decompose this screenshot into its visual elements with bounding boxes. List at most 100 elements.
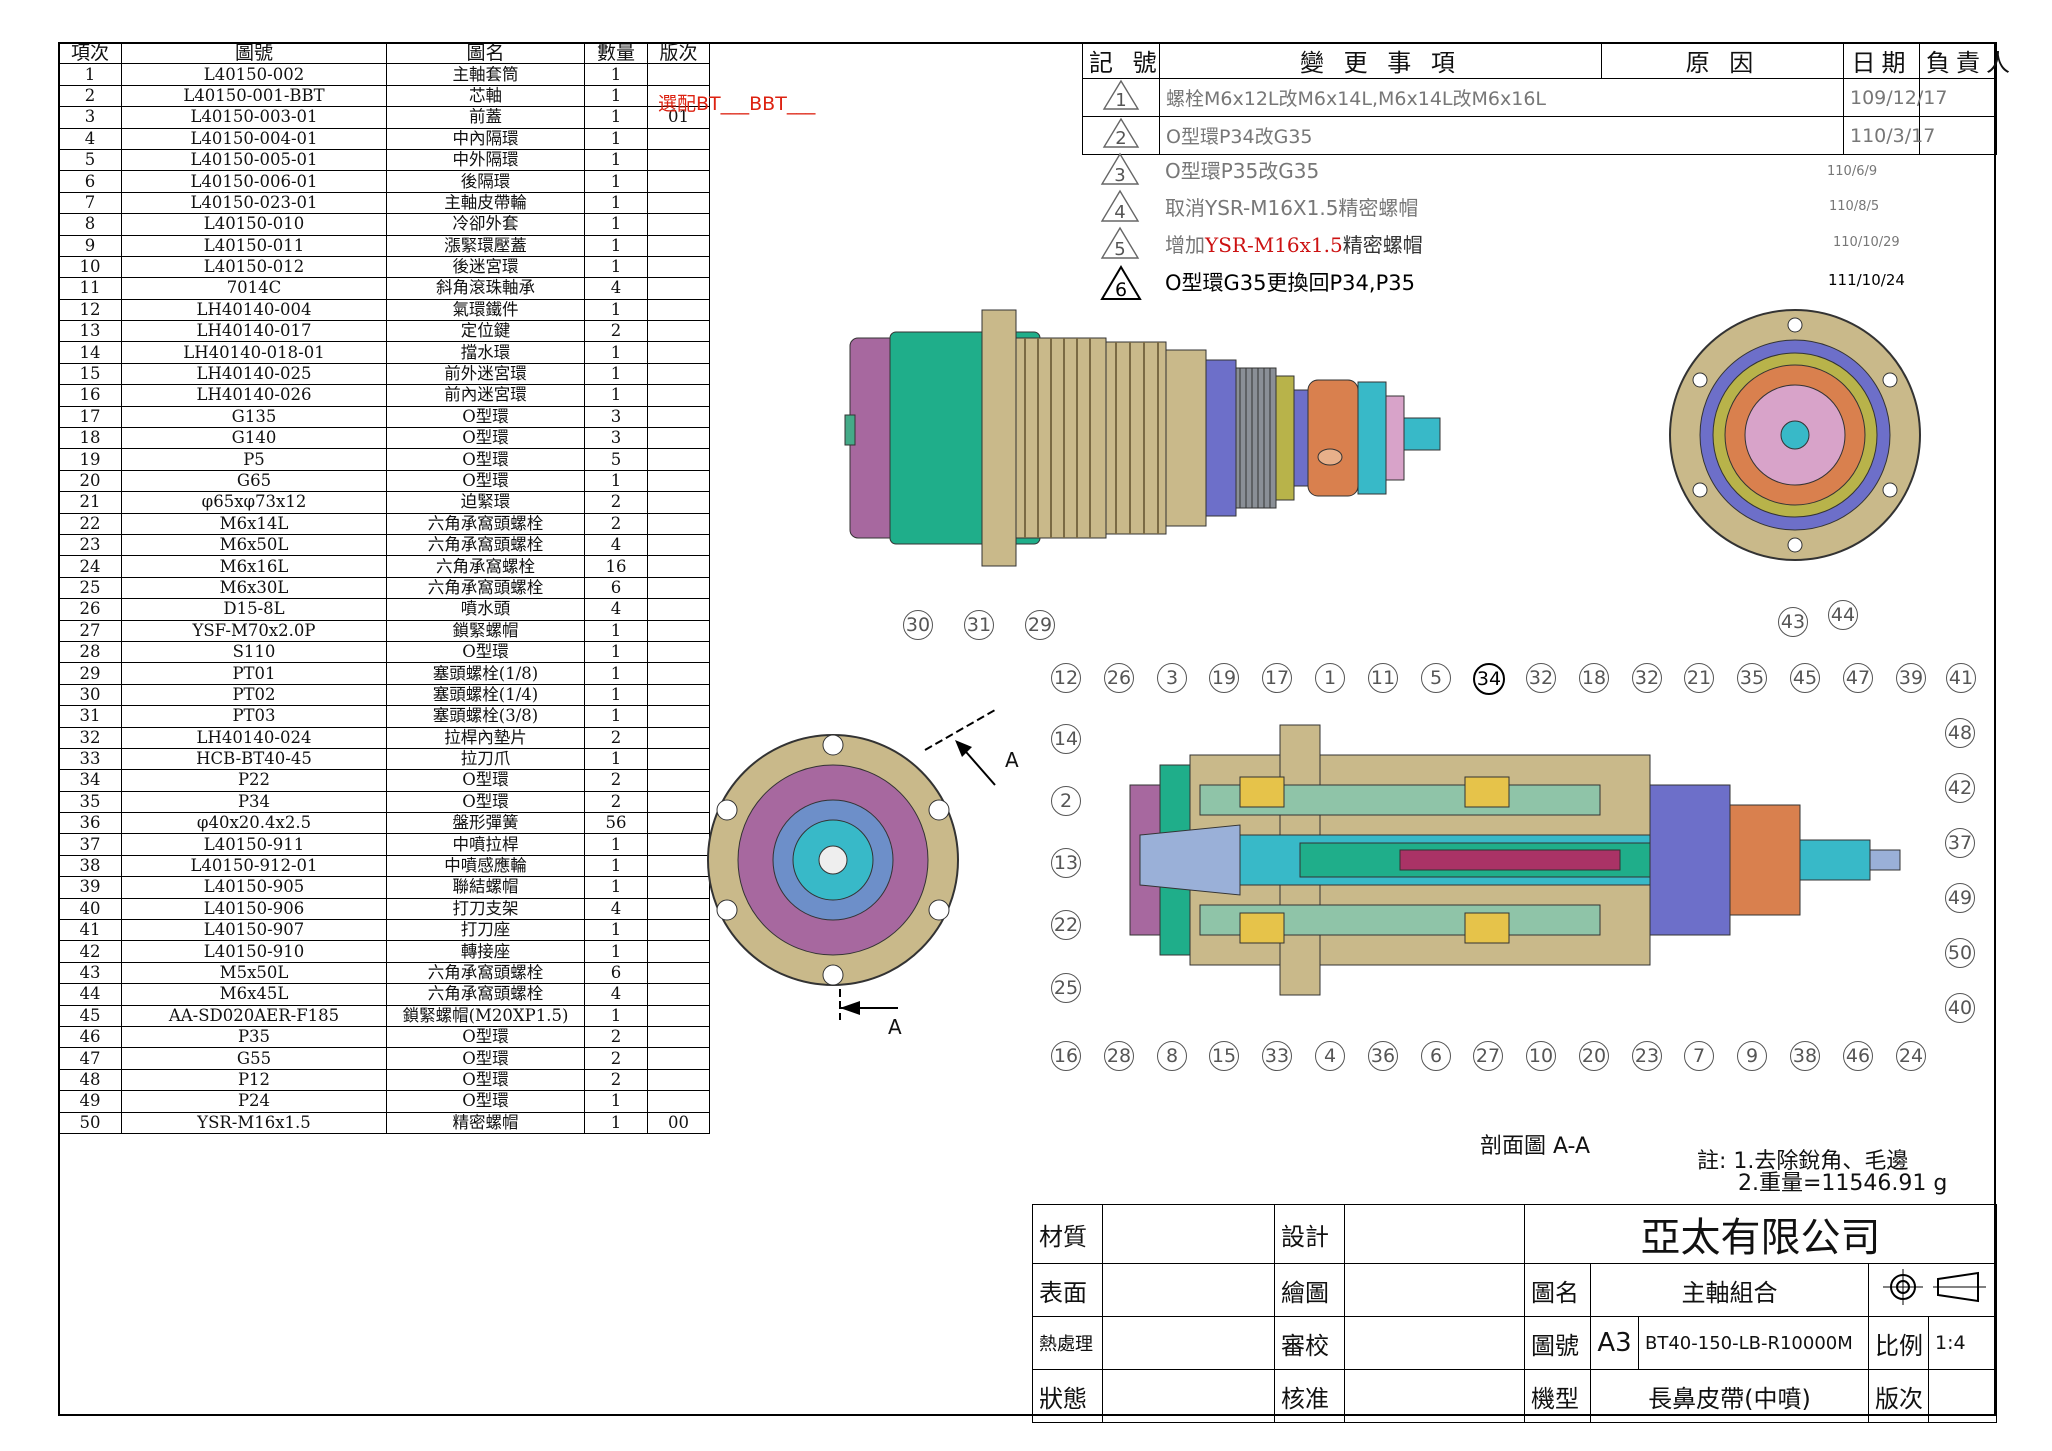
revision-header-date: 日期 bbox=[1843, 42, 1920, 79]
bom-header-qty: 數量 bbox=[584, 41, 648, 65]
bom-name: 鎖緊螺帽(M20XP1.5) bbox=[386, 1004, 585, 1027]
balloon-19: 19 bbox=[1209, 663, 1239, 693]
revision-header-row: 記 號 變 更 事 項 原 因 日期 負責人 bbox=[1082, 42, 2010, 79]
bom-qty: 4 bbox=[584, 598, 648, 621]
bom-name: 漲緊環壓蓋 bbox=[386, 234, 585, 257]
bom-name: 中噴拉桿 bbox=[386, 833, 585, 856]
revision-header-reason: 原 因 bbox=[1601, 42, 1844, 79]
label-name: 圖名 bbox=[1524, 1263, 1591, 1317]
label-review: 審校 bbox=[1274, 1316, 1345, 1370]
bom-name: 中外隔環 bbox=[386, 148, 585, 172]
balloon-30: 30 bbox=[903, 610, 933, 640]
bom-version bbox=[647, 234, 710, 257]
bom-item: 15 bbox=[58, 362, 122, 386]
bom-item: 2 bbox=[58, 84, 122, 108]
bom-name: 後迷宮環 bbox=[386, 255, 585, 279]
revision-row: 2 O型環P34改G35 110/3/17 bbox=[1082, 116, 1997, 155]
bom-version bbox=[647, 598, 710, 621]
bom-name: O型環 bbox=[386, 1025, 585, 1049]
section-arrow-top bbox=[955, 740, 996, 786]
bom-version bbox=[647, 191, 710, 215]
bom-item: 7 bbox=[58, 191, 122, 215]
bom-qty: 3 bbox=[584, 427, 648, 450]
bom-version bbox=[647, 747, 710, 771]
bom-name: 噴水頭 bbox=[386, 598, 585, 621]
bom-version: 00 bbox=[647, 1111, 710, 1134]
bom-item: 32 bbox=[58, 726, 122, 749]
drawing-number: BT40-150-LB-R10000M bbox=[1638, 1316, 1869, 1370]
bom-qty: 1 bbox=[584, 384, 648, 407]
bom-item: 10 bbox=[58, 255, 122, 279]
balloon-15: 15 bbox=[1209, 1041, 1239, 1071]
bom-version bbox=[647, 148, 710, 172]
bom-number: G135 bbox=[121, 405, 387, 429]
label-drawing: 繪圖 bbox=[1274, 1263, 1345, 1317]
bom-number: LH40140-018-01 bbox=[121, 341, 387, 364]
revision-header-mark: 記 號 bbox=[1082, 42, 1160, 79]
balloon-50: 50 bbox=[1945, 938, 1975, 968]
spindle-end-view bbox=[1669, 309, 1921, 561]
revision-triangles: 3 4 5 bbox=[1100, 152, 1140, 260]
bom-number: G140 bbox=[121, 427, 387, 450]
bom-qty: 1 bbox=[584, 84, 648, 108]
revision-desc: O型環P34改G35 bbox=[1159, 116, 1844, 155]
bom-item: 8 bbox=[58, 213, 122, 236]
bom-name: 塞頭螺栓(1/4) bbox=[386, 683, 585, 707]
revision-mark: 5 bbox=[1114, 239, 1125, 260]
note-line-2: 2.重量=11546.91 g bbox=[1738, 1171, 1948, 1196]
bom-version bbox=[647, 127, 710, 150]
bom-item: 16 bbox=[58, 384, 122, 407]
balloon-2: 2 bbox=[1051, 786, 1081, 816]
bom-item: 36 bbox=[58, 812, 122, 835]
bom-name: O型環 bbox=[386, 769, 585, 792]
bom-item: 49 bbox=[58, 1090, 122, 1113]
bom-qty: 1 bbox=[584, 854, 648, 878]
bom-version bbox=[647, 940, 710, 963]
bom-number: LH40140-024 bbox=[121, 726, 387, 749]
revision-mark: 4 bbox=[1114, 202, 1125, 223]
bom-item: 22 bbox=[58, 512, 122, 535]
bom-name: 前蓋 bbox=[386, 106, 585, 129]
model-value: 長鼻皮帶(中噴) bbox=[1590, 1369, 1869, 1423]
balloon-8: 8 bbox=[1157, 1041, 1187, 1071]
bom-item: 30 bbox=[58, 683, 122, 707]
bom-name: 六角承窩頭螺栓 bbox=[386, 961, 585, 985]
bom-version bbox=[647, 1090, 710, 1113]
balloon-44: 44 bbox=[1828, 600, 1858, 630]
bom-name: 聯結螺帽 bbox=[386, 876, 585, 899]
bom-name: 盤形彈簧 bbox=[386, 812, 585, 835]
scale-value: 1:4 bbox=[1927, 1316, 1998, 1370]
revision-table: 記 號 變 更 事 項 原 因 日期 負責人 1 螺栓M6x12L改M6x14L… bbox=[1082, 42, 2010, 155]
bom-qty: 56 bbox=[584, 812, 648, 835]
bom-qty: 2 bbox=[584, 790, 648, 814]
title-block: 材質 設計 亞太有限公司 表面 繪圖 圖名 主軸組合 熱處理 審校 圖號 A3 … bbox=[1032, 1204, 1998, 1423]
bom-number: M6x30L bbox=[121, 576, 387, 600]
bom-version bbox=[647, 705, 710, 728]
bom-item: 9 bbox=[58, 234, 122, 257]
bom-name: 斜角滾珠軸承 bbox=[386, 277, 585, 300]
balloon-14: 14 bbox=[1051, 724, 1081, 754]
bom-item: 23 bbox=[58, 533, 122, 557]
bom-name: 迫緊環 bbox=[386, 491, 585, 514]
section-caption: 剖面圖 A-A bbox=[1480, 1134, 1591, 1159]
bom-name: O型環 bbox=[386, 469, 585, 493]
bom-qty: 2 bbox=[584, 1047, 648, 1070]
bom-qty: 1 bbox=[584, 619, 648, 642]
balloon-22: 22 bbox=[1051, 910, 1081, 940]
bom-version bbox=[647, 277, 710, 300]
